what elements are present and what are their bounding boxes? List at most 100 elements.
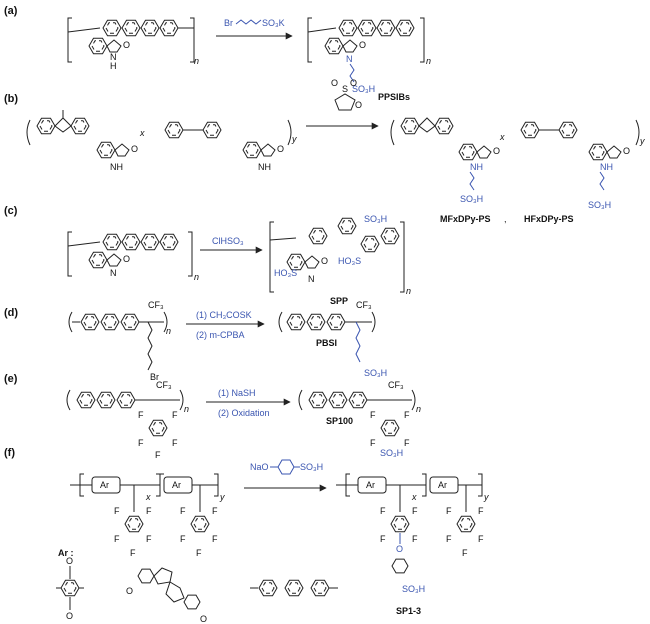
reactant-d: CF₃ Br n [68, 300, 171, 382]
svg-text:F: F [446, 506, 452, 516]
panel-label-a: (a) [4, 5, 18, 17]
product-name-mfxdpy-ps: MFxDPy-PS [440, 214, 491, 224]
reactant-f: Ar F F F F F x Ar F F F F F y [70, 473, 225, 558]
svg-text:F: F [180, 506, 186, 516]
svg-text:N: N [346, 54, 353, 64]
svg-text:Ar: Ar [366, 480, 375, 490]
svg-text:F: F [370, 438, 376, 448]
svg-text:F: F [138, 410, 144, 420]
svg-text:H: H [110, 61, 117, 71]
svg-text:F: F [114, 506, 120, 516]
reactant-c: O N n [67, 231, 199, 282]
svg-text:NH: NH [470, 162, 483, 172]
svg-text:F: F [146, 506, 152, 516]
svg-text:O: O [355, 100, 362, 110]
svg-text:SO₃H: SO₃H [364, 214, 387, 224]
svg-text:y: y [639, 136, 645, 146]
svg-text:CF₃: CF₃ [156, 380, 172, 390]
svg-text:Ar: Ar [100, 480, 109, 490]
svg-text:O: O [123, 40, 130, 50]
svg-text:F: F [114, 534, 120, 544]
svg-text:O: O [66, 611, 73, 621]
so3h-a: SO₃H [352, 84, 375, 94]
svg-text:CF₃: CF₃ [356, 300, 372, 310]
svg-text:n: n [194, 56, 199, 66]
product-name-ppsibs: PPSIBs [378, 92, 410, 102]
svg-text:O: O [321, 256, 328, 266]
svg-text:O: O [277, 144, 284, 154]
svg-text:SO₃H: SO₃H [460, 194, 483, 204]
reagent-a-so3k: SO₃K [262, 18, 285, 28]
svg-text:SO₃H: SO₃H [364, 368, 387, 378]
reagent-c: ClHSO₃ [212, 236, 244, 246]
reagent-a-br: Br [224, 18, 233, 28]
panel-label-c: (c) [4, 205, 18, 217]
svg-text:CF₃: CF₃ [388, 380, 404, 390]
panel-label-e: (e) [4, 373, 18, 385]
svg-text:SO₃H: SO₃H [380, 448, 403, 458]
reagent-b-sultone: S O O O [331, 78, 362, 111]
ar-definition-label: Ar : [58, 548, 74, 558]
svg-text:O: O [66, 556, 73, 566]
svg-text:HO₃S: HO₃S [338, 256, 361, 266]
reagent-e-step1: (1) NaSH [218, 388, 256, 398]
svg-text:n: n [406, 286, 411, 296]
svg-text:F: F [212, 506, 218, 516]
reagent-e-step2: (2) Oxidation [218, 408, 270, 418]
ar-unit-terphenyl [250, 579, 338, 597]
svg-text:O: O [359, 40, 366, 50]
svg-text:n: n [426, 56, 431, 66]
svg-text:F: F [138, 438, 144, 448]
panel-e: CF₃ F F F F F n (1) NaSH (2) Oxidation C… [66, 380, 421, 460]
svg-text:F: F [412, 506, 418, 516]
svg-text:F: F [462, 548, 468, 558]
svg-text:F: F [146, 534, 152, 544]
panel-c: O N n ClHSO₃ SO₃H O N HO₃S HO₃S n SPP [67, 214, 411, 306]
svg-text:F: F [212, 534, 218, 544]
svg-text:Br: Br [150, 372, 159, 382]
panel-b: O NH x O NH y S O O O O N [26, 78, 645, 224]
reagent-f: NaO SO₃H [250, 459, 323, 475]
svg-text:F: F [404, 410, 410, 420]
svg-text:O: O [623, 146, 630, 156]
svg-text:O: O [200, 614, 207, 624]
product-d: CF₃ SO₃H [278, 300, 387, 378]
svg-text:,: , [504, 214, 507, 224]
svg-text:O: O [493, 146, 500, 156]
product-name-pbsi: PBSI [316, 338, 337, 348]
svg-text:SO₃H: SO₃H [588, 200, 611, 210]
svg-text:NH: NH [600, 162, 613, 172]
product-name-sp1-3: SP1-3 [396, 606, 421, 616]
product-a: O N SO₃H n [307, 17, 431, 94]
svg-text:S: S [342, 84, 348, 94]
product-f: Ar F F F F O SO₃H x Ar F F F F F y [336, 473, 489, 594]
svg-text:F: F [478, 506, 484, 516]
reagent-d-step2: (2) m-CPBA [196, 330, 245, 340]
svg-text:Ar: Ar [438, 480, 447, 490]
product-e: CF₃ F F F F SO₃H n [298, 380, 421, 458]
svg-text:Ar: Ar [172, 480, 181, 490]
svg-text:x: x [411, 492, 417, 502]
svg-text:F: F [404, 438, 410, 448]
svg-text:F: F [130, 548, 136, 558]
product-name-sp100: SP100 [326, 416, 353, 426]
svg-text:N: N [110, 52, 117, 62]
svg-text:n: n [166, 326, 171, 336]
svg-text:N: N [110, 268, 117, 278]
svg-text:F: F [370, 410, 376, 420]
svg-text:y: y [219, 492, 225, 502]
svg-text:F: F [196, 548, 202, 558]
product-name-hfxdpy-ps: HFxDPy-PS [524, 214, 574, 224]
reactant-e: CF₃ F F F F F n [66, 380, 189, 460]
panel-a: O N H n Br SO₃K O N SO₃H n PPSIBs [67, 17, 431, 102]
svg-text:CF₃: CF₃ [148, 300, 164, 310]
panel-f: Ar F F F F F x Ar F F F F F y NaO [56, 459, 489, 624]
panel-d: CF₃ Br n (1) CH₃COSK (2) m-CPBA CF₃ SO₃H… [68, 300, 387, 382]
svg-text:O: O [331, 78, 338, 88]
panel-label-d: (d) [4, 307, 18, 319]
ar-unit-dimethoxyphenyl: O O [56, 556, 84, 621]
product-name-spp: SPP [330, 296, 348, 306]
panel-label-b: (b) [4, 93, 18, 105]
svg-text:SO₃H: SO₃H [300, 462, 323, 472]
svg-text:F: F [380, 534, 386, 544]
